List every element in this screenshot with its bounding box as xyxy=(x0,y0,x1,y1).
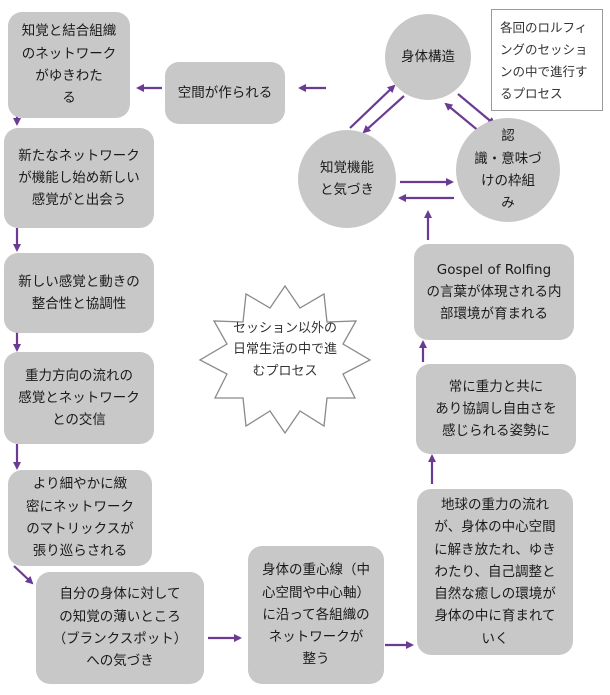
arrow-b5-to-b6 xyxy=(13,565,34,585)
center-starburst xyxy=(198,284,372,435)
box-matrix: より細やかに緻 密にネットワーク のマトリックスが 張り巡らされる xyxy=(8,470,152,566)
box-earth-gravity-label: 地球の重力の流れ が、身体の中心空間 に解き放たれ、ゆき わたり、自己調整と 自… xyxy=(434,497,556,647)
box-earth-gravity: 地球の重力の流れ が、身体の中心空間 に解き放たれ、ゆき わたり、自己調整と 自… xyxy=(417,489,573,655)
box-posture-label: 常に重力と共に あり協調し自由さを 感じられる姿勢に xyxy=(435,378,557,440)
box-new-sensation: 新たなネットワーク が機能し始め新しい 感覚がと出会う xyxy=(4,128,154,228)
box-matrix-label: より細やかに緻 密にネットワーク のマトリックスが 張り巡らされる xyxy=(26,476,134,560)
arrow-left-to-top xyxy=(349,84,396,129)
cycle-left-label: 知覚機能 と気づき xyxy=(320,159,374,198)
box-network-spread: 知覚と結合組織 のネットワーク がゆきわた る xyxy=(8,12,130,118)
box-gospel: Gospel of Rolfing の言葉が体現される内 部環境が育まれる xyxy=(414,244,574,340)
box-space-created: 空間が作られる xyxy=(165,62,285,124)
cycle-right-label: 認 識・意味づ けの枠組 み xyxy=(474,128,542,212)
cycle-top-circle: 身体構造 xyxy=(385,14,471,100)
box-network-spread-label: 知覚と結合組織 のネットワーク がゆきわた る xyxy=(21,23,117,107)
box-gravity-flow: 重力方向の流れの 感覚とネットワーク との交信 xyxy=(4,352,154,444)
cycle-top-label: 身体構造 xyxy=(401,48,455,65)
box-center-line: 身体の重心線（中 心空間や中心軸） に沿って各組織の ネットワークが 整う xyxy=(248,546,384,684)
box-gravity-flow-label: 重力方向の流れの 感覚とネットワーク との交信 xyxy=(18,367,140,429)
box-center-line-label: 身体の重心線（中 心空間や中心軸） に沿って各組織の ネットワークが 整う xyxy=(262,562,370,668)
box-space-created-label: 空間が作られる xyxy=(177,84,273,101)
arrow-right-to-top xyxy=(444,102,481,133)
arrow-top-to-right xyxy=(457,93,496,126)
box-coordination-label: 新しい感覚と動きの 整合性と協調性 xyxy=(18,273,140,312)
center-label: セッション以外の 日常生活の中で進 むプロセス xyxy=(232,321,337,379)
box-blank-spot-label: 自分の身体に対して の知覚の薄いところ （ブランクスポット） への気づき xyxy=(52,586,188,670)
box-coordination: 新しい感覚と動きの 整合性と協調性 xyxy=(4,253,154,333)
box-blank-spot: 自分の身体に対して の知覚の薄いところ （ブランクスポット） への気づき xyxy=(36,572,204,684)
cycle-left-circle: 知覚機能 と気づき xyxy=(298,130,396,228)
arrow-top-to-left xyxy=(362,95,405,134)
box-posture: 常に重力と共に あり協調し自由さを 感じられる姿勢に xyxy=(416,364,576,454)
legend-note: 各回のロルフィングのセッションの中で進行するプロセス xyxy=(491,9,603,111)
box-gospel-label: Gospel of Rolfing の言葉が体現される内 部環境が育まれる xyxy=(426,261,562,323)
cycle-right-circle: 認 識・意味づ けの枠組 み xyxy=(456,118,560,222)
box-new-sensation-label: 新たなネットワーク が機能し始め新しい 感覚がと出会う xyxy=(18,147,140,209)
